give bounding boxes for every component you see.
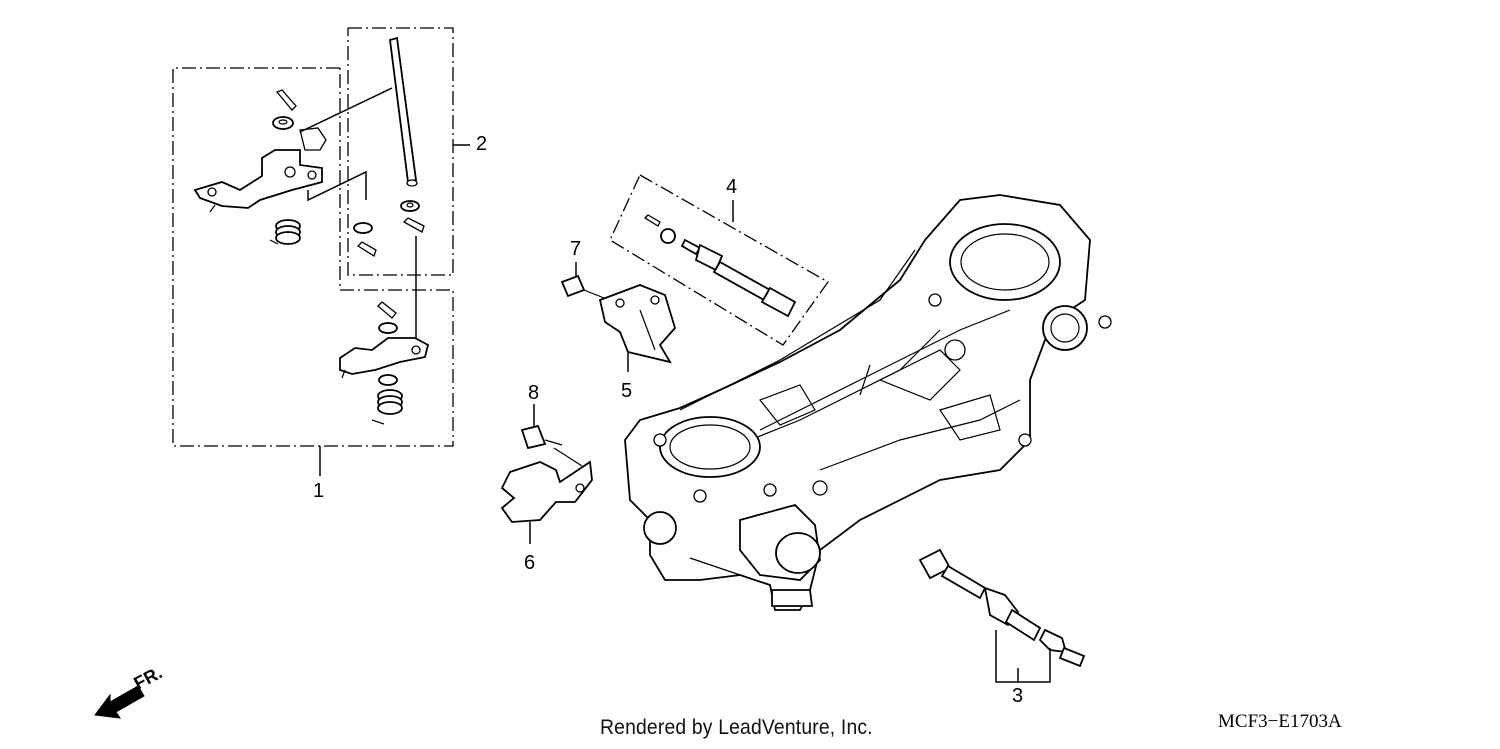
callout-6: 6	[524, 552, 535, 574]
cotter-pin-2	[402, 217, 425, 233]
spring-1	[269, 219, 301, 245]
bolt-8[interactable]	[520, 424, 563, 450]
lower-link-arm[interactable]	[339, 337, 430, 379]
washer-2	[400, 200, 420, 212]
upper-link-arm[interactable]	[193, 127, 327, 213]
cotter-pin-4	[377, 301, 397, 319]
front-direction-arrow-icon: FR.	[94, 662, 165, 719]
idle-adjust-screw[interactable]	[643, 214, 797, 318]
washer-3	[353, 222, 373, 234]
cotter-pin-3	[356, 241, 377, 257]
callout-3: 3	[1012, 685, 1023, 707]
cotter-pin-1	[275, 89, 297, 111]
callout-2: 2	[476, 133, 487, 155]
link-rod[interactable]	[389, 36, 418, 187]
group-1-frame	[172, 67, 454, 476]
bracket-6[interactable]	[500, 447, 593, 523]
callout-7: 7	[570, 238, 581, 260]
leader-upper-arm	[307, 170, 367, 202]
leader-rod-top	[299, 87, 393, 133]
spring-2	[371, 389, 403, 425]
callout-4: 4	[726, 176, 737, 198]
bolt-7[interactable]	[560, 274, 605, 299]
credit-text: Rendered by LeadVenture, Inc.	[600, 716, 873, 739]
leader-3-bracket	[995, 630, 1051, 683]
diagram-code: MCF3−E1703A	[1218, 711, 1342, 732]
washer-5	[378, 374, 398, 386]
callout-5: 5	[621, 380, 632, 402]
washer-1	[272, 116, 294, 130]
group-2-frame	[347, 27, 470, 276]
stop-screw-3[interactable]	[918, 548, 1086, 668]
callout-8: 8	[528, 382, 539, 404]
bracket-5[interactable]	[598, 284, 677, 364]
washer-4	[378, 322, 398, 334]
group-4-frame	[609, 174, 829, 346]
throttle-body[interactable]	[624, 194, 1112, 611]
callout-1: 1	[313, 480, 324, 502]
